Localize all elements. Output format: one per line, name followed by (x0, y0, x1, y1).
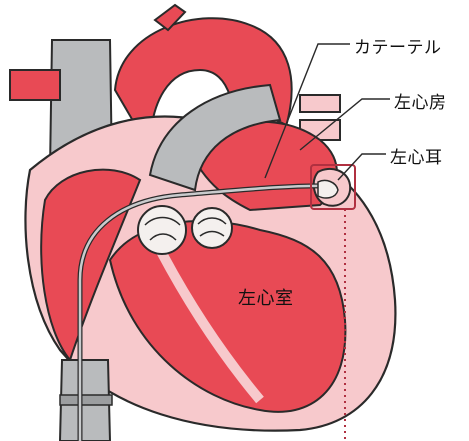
label-left-atrial-appendage: 左心耳 (390, 143, 443, 168)
pulmonary-vessel-left (10, 70, 60, 100)
label-left-atrium: 左心房 (394, 88, 447, 113)
ivc-band (60, 395, 112, 405)
pulmonary-vein-right-1 (300, 95, 340, 112)
label-left-ventricle: 左心室 (238, 284, 294, 310)
label-catheter: カテーテル (354, 33, 442, 58)
